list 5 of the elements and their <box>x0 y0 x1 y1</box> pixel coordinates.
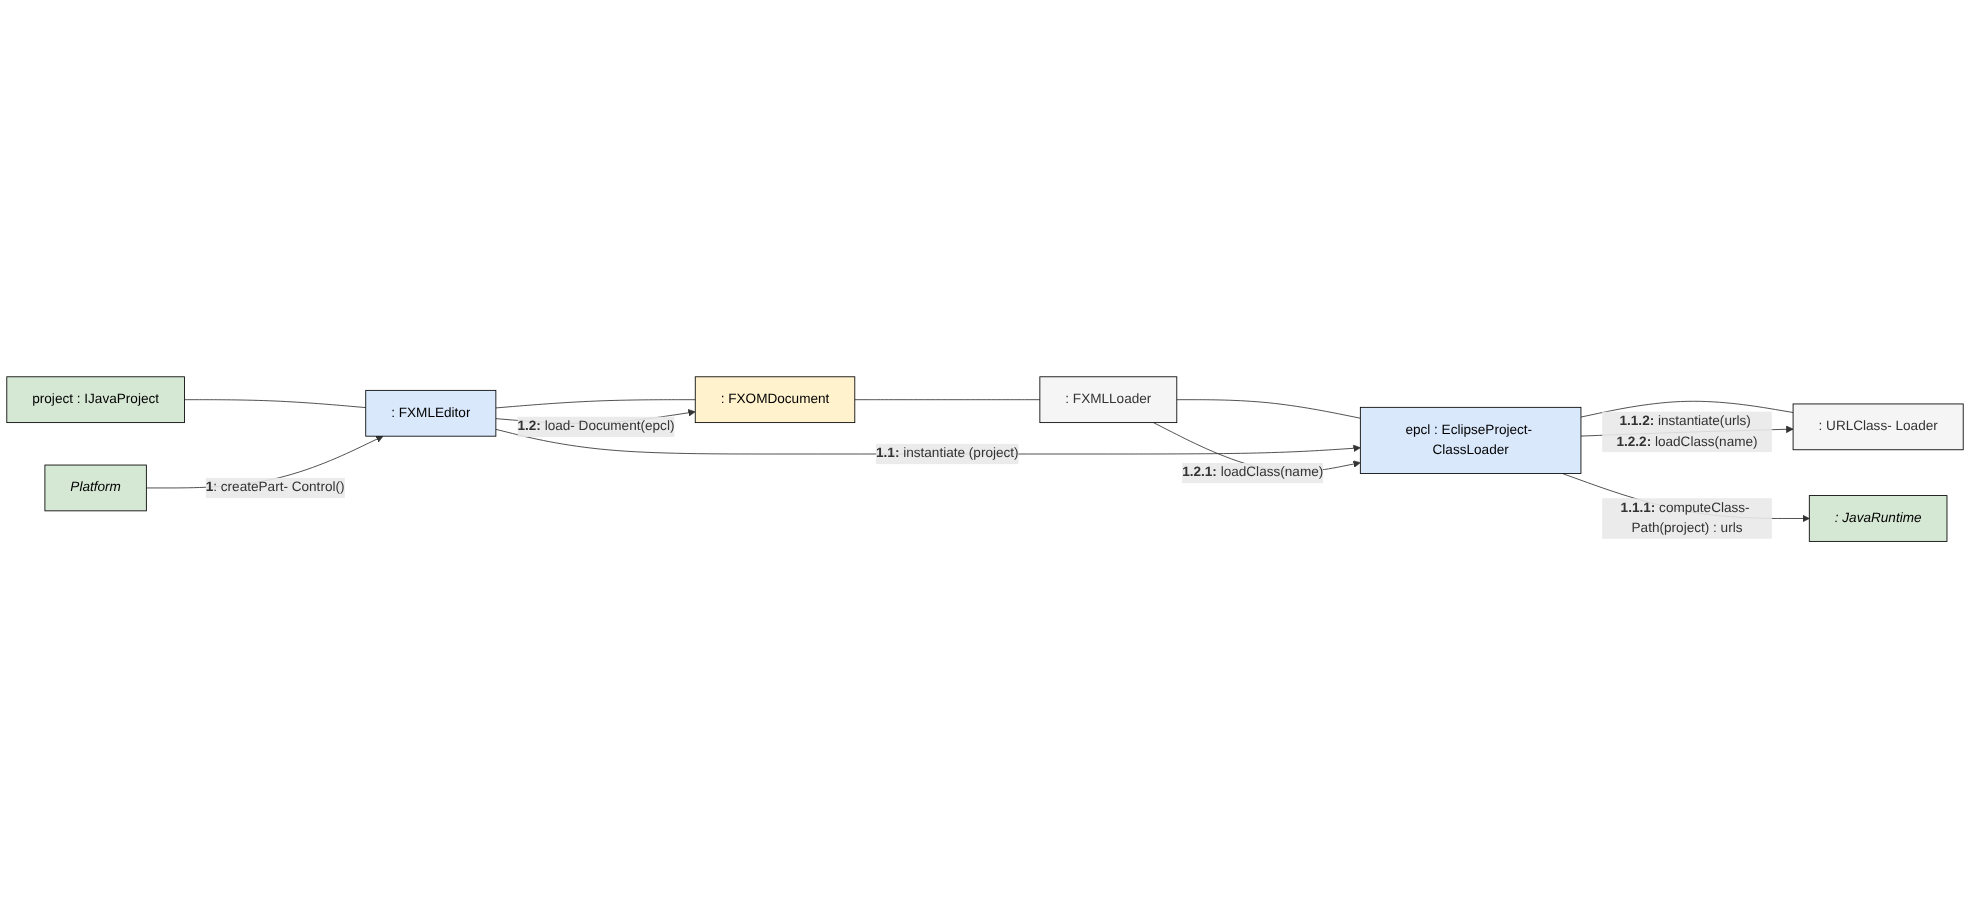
connector <box>184 399 367 408</box>
connector <box>1580 400 1794 418</box>
connector <box>854 399 1041 401</box>
connector <box>495 399 696 409</box>
connector <box>1176 399 1361 419</box>
